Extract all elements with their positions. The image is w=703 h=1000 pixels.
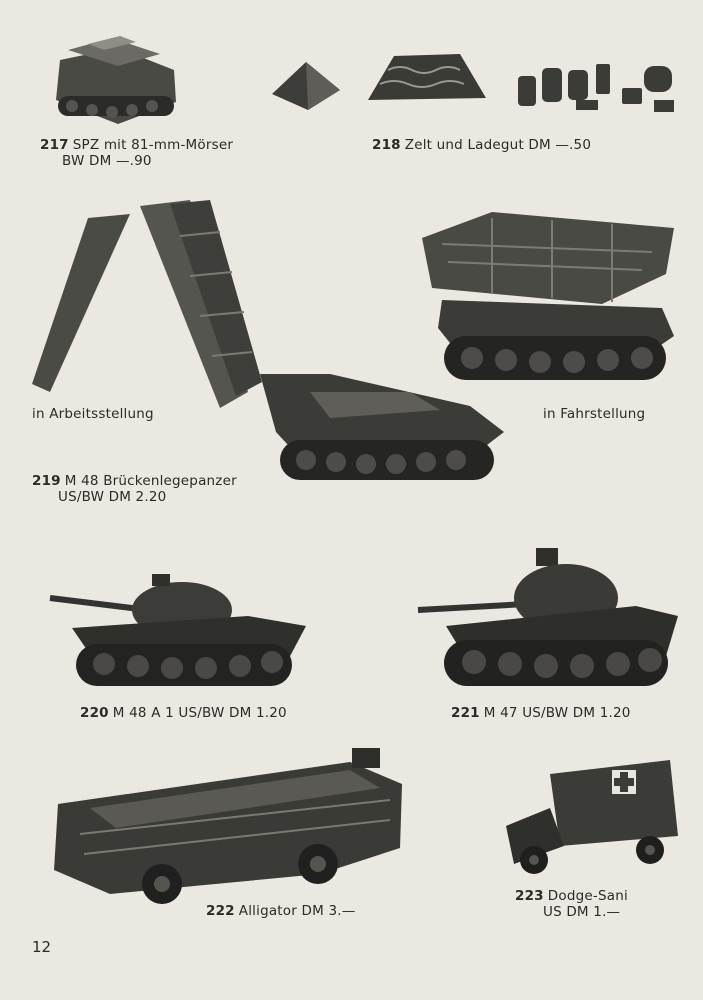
item-number: 218 [372,137,401,153]
item-number: 222 [206,903,235,919]
cargo-illustration [518,64,674,112]
item-number: 217 [40,137,69,153]
spz-mortar-illustration [56,36,176,124]
item-title: Dodge-Sani [547,888,628,904]
item-title: M 48 Brückenlegepanzer [64,473,237,489]
item-number: 221 [451,705,480,721]
label-working-position: in Arbeitsstellung [32,406,154,422]
item-price: US/BW DM 2.20 [58,489,167,505]
m47-tank-illustration [417,548,678,686]
bridge-layer-working-illustration [32,200,504,480]
label-travel-position: in Fahrstellung [543,406,646,422]
item-title: SPZ mit 81-mm-Mörser [72,137,234,153]
item-title: Zelt und Ladegut DM —.50 [404,137,592,153]
item-number: 220 [80,705,109,721]
item-number: 219 [32,473,61,489]
item-title: Alligator DM 3.— [238,903,356,919]
tent-large-illustration [368,54,486,100]
m48-a1-tank-illustration [49,574,306,686]
bridge-layer-travel-illustration [422,212,674,380]
item-title: M 48 A 1 US/BW DM 1.20 [112,705,287,721]
item-number: 223 [515,888,544,904]
tent-small-illustration [272,62,340,110]
item-price: BW DM —.90 [62,153,152,169]
dodge-ambulance-illustration [506,760,678,874]
item-price: US DM 1.— [543,904,621,920]
alligator-amphibian-illustration [54,748,402,904]
page-number: 12 [32,938,52,956]
item-title: M 47 US/BW DM 1.20 [483,705,631,721]
